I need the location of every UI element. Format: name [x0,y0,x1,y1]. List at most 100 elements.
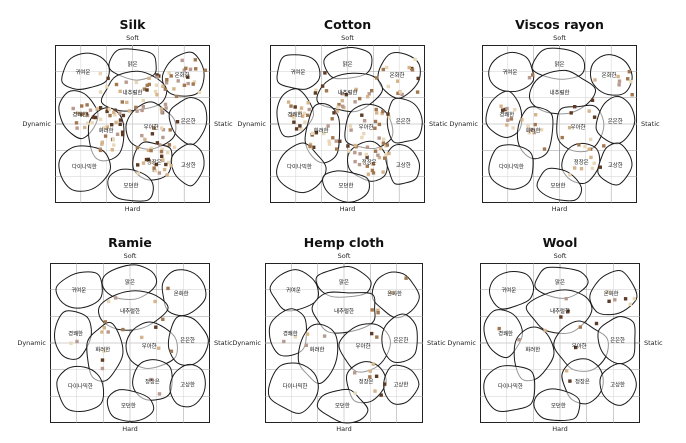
axis-label-soft: Soft [123,252,137,260]
image-region-blob [561,358,604,405]
blob-label: 은은한 [393,337,408,344]
color-sample-swatch [149,146,153,150]
color-sample-swatch [157,392,162,396]
image-region-blob [483,365,536,412]
blob-label: 다이나믹한 [72,163,97,171]
color-sample-swatch [100,358,105,362]
color-sample-swatch [373,126,377,130]
color-sample-swatch [583,144,587,149]
color-sample-swatch [527,76,532,80]
image-region-blob [589,54,633,96]
color-sample-swatch [169,164,173,168]
blob-label: 은은한 [180,337,195,344]
color-sample-swatch [140,133,144,138]
color-sample-swatch [165,78,169,82]
color-sample-swatch [375,111,379,115]
color-sample-swatch [377,155,382,160]
color-sample-swatch [499,104,503,108]
blob-label: 귀여운 [502,68,517,76]
blob-label: 온화한 [604,290,619,297]
color-sample-swatch [353,391,357,395]
color-sample-swatch [365,155,369,159]
color-sample-swatch [593,78,597,82]
color-sample-swatch [384,153,388,157]
color-sample-swatch [383,382,387,386]
blob-label: 정장은 [147,159,162,166]
color-sample-swatch [303,120,307,124]
color-sample-swatch [294,127,299,131]
image-region-blob [533,388,581,422]
color-sample-swatch [590,166,595,170]
color-sample-swatch [381,170,385,174]
color-sample-swatch [160,126,164,130]
image-region-blob [58,145,111,192]
image-region-blob [381,313,418,363]
axis-label-soft: Soft [337,252,351,260]
axis-label-static: Static [214,339,233,347]
image-region-blob [553,320,609,372]
color-sample-swatch [327,139,331,143]
panel-title: Silk [119,17,146,32]
color-sample-swatch [154,162,158,167]
image-region-blob [599,363,637,406]
image-region-blob [54,310,92,360]
color-sample-swatch [169,74,173,78]
color-sample-swatch [371,362,375,366]
color-sample-swatch [360,135,364,140]
color-sample-swatch [153,299,157,304]
color-sample-swatch [182,83,187,87]
color-sample-swatch [186,81,190,86]
blob-label: 맑은 [555,278,565,286]
color-sample-swatch [159,149,164,154]
color-sample-swatch [567,126,572,130]
color-sample-swatch [161,135,165,140]
image-region-blob [161,269,207,317]
color-sample-swatch [327,142,332,146]
color-sample-swatch [314,131,319,135]
color-sample-swatch [157,171,162,175]
color-sample-swatch [374,107,378,112]
panel-title: Hemp cloth [303,235,385,250]
color-sample-swatch [564,369,569,373]
blob-label: 우아한 [359,123,374,131]
color-sample-swatch [373,389,377,393]
color-sample-swatch [290,113,294,118]
color-sample-swatch [166,150,170,155]
color-sample-swatch [147,82,151,87]
image-region-blob [125,321,178,369]
color-sample-swatch [145,83,149,88]
color-sample-swatch [347,149,351,153]
color-sample-swatch [113,296,118,300]
color-sample-swatch [349,128,353,132]
color-sample-swatch [376,308,380,312]
blob-label: 우아한 [356,342,371,350]
blob-label: 은은한 [396,118,411,125]
color-sample-swatch [98,90,103,94]
axis-label-dynamic: Dynamic [447,339,476,347]
blob-label: 화려한 [526,126,541,134]
color-sample-swatch [101,126,106,130]
color-sample-swatch [396,91,400,95]
color-sample-swatch [110,123,114,127]
blob-label: 귀여운 [501,286,516,294]
color-sample-swatch [336,105,340,109]
color-sample-swatch [161,158,165,162]
color-sample-swatch [155,75,159,79]
color-sample-swatch [163,102,168,107]
color-sample-swatch [98,106,103,110]
color-sample-swatch [370,331,374,336]
color-sample-swatch [142,87,147,91]
color-sample-swatch [160,110,164,114]
color-sample-swatch [606,289,610,294]
image-region-blob [106,389,155,422]
color-sample-swatch [161,84,165,88]
color-sample-swatch [114,82,119,87]
color-sample-swatch [110,148,114,152]
color-sample-swatch [286,100,291,104]
blob-label: 은은한 [181,118,196,125]
color-sample-swatch [613,298,617,302]
color-sample-swatch [85,103,89,107]
color-sample-swatch [381,109,385,114]
blob-label: 고상한 [396,161,411,169]
